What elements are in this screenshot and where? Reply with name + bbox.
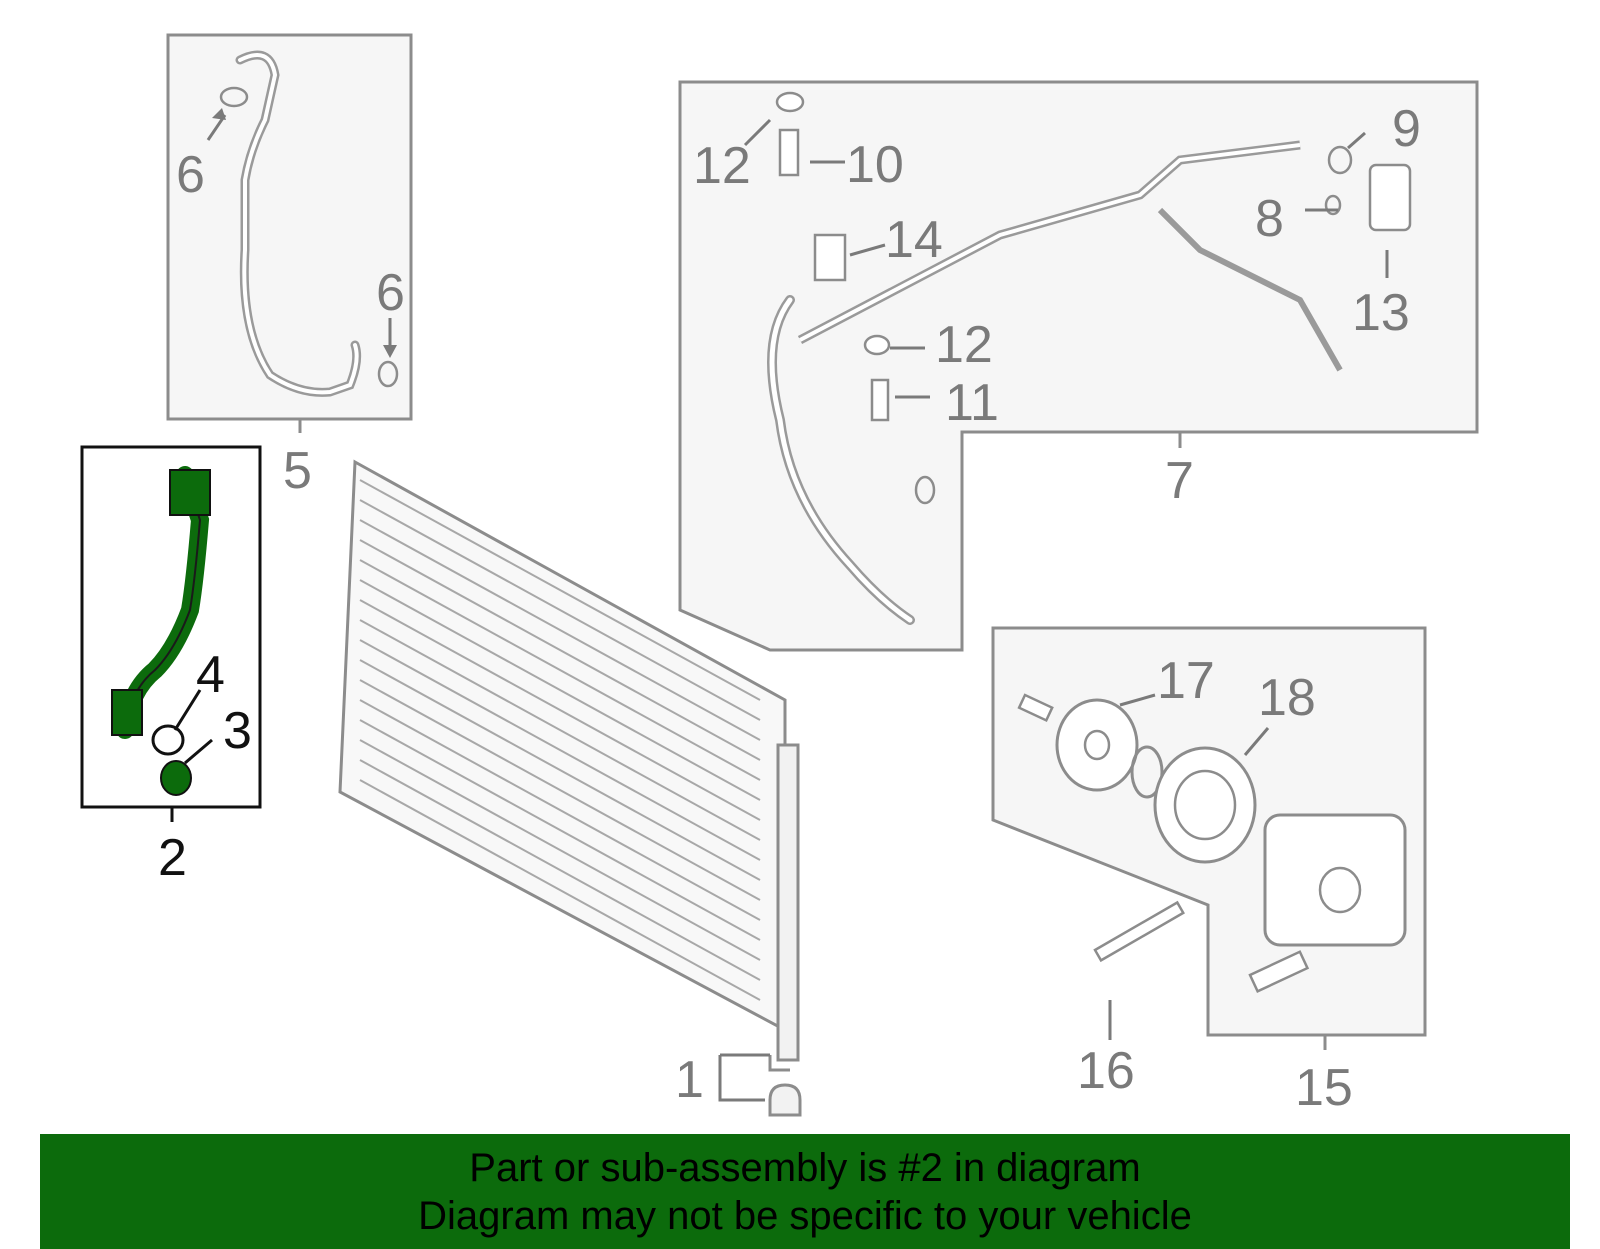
callout-5: 5 (283, 442, 312, 500)
callout-7: 7 (1165, 452, 1194, 510)
callout-17: 17 (1157, 652, 1215, 710)
callout-9: 9 (1392, 100, 1421, 158)
callout-6-upper: 6 (176, 146, 205, 204)
info-banner: Part or sub-assembly is #2 in diagram Di… (40, 1134, 1570, 1249)
callout-8: 8 (1255, 190, 1284, 248)
condenser: 1 (338, 459, 802, 1117)
callout-11: 11 (945, 374, 999, 432)
callout-15: 15 (1295, 1059, 1353, 1117)
callout-12-lower: 12 (935, 316, 993, 374)
banner-line-1: Part or sub-assembly is #2 in diagram (469, 1146, 1141, 1190)
banner-line-2: Diagram may not be specific to your vehi… (418, 1194, 1192, 1238)
callout-1: 1 (675, 1051, 704, 1109)
callout-18: 18 (1258, 669, 1316, 727)
group-15-compressor: 17 18 16 15 (991, 626, 1427, 1117)
callout-2: 2 (158, 829, 187, 887)
group-5-hose: 6 6 5 (166, 33, 413, 500)
group-7-lines: 12 10 14 12 11 9 8 13 7 (678, 80, 1479, 652)
callout-10: 10 (846, 136, 904, 194)
callout-16: 16 (1077, 1042, 1135, 1100)
callout-3: 3 (223, 702, 252, 760)
callout-13: 13 (1352, 284, 1410, 342)
callout-6-lower: 6 (376, 264, 405, 322)
callout-4: 4 (196, 646, 225, 704)
callout-14: 14 (885, 211, 943, 269)
group-2-highlighted: 4 3 2 (80, 445, 262, 887)
callout-12-upper: 12 (693, 137, 751, 195)
